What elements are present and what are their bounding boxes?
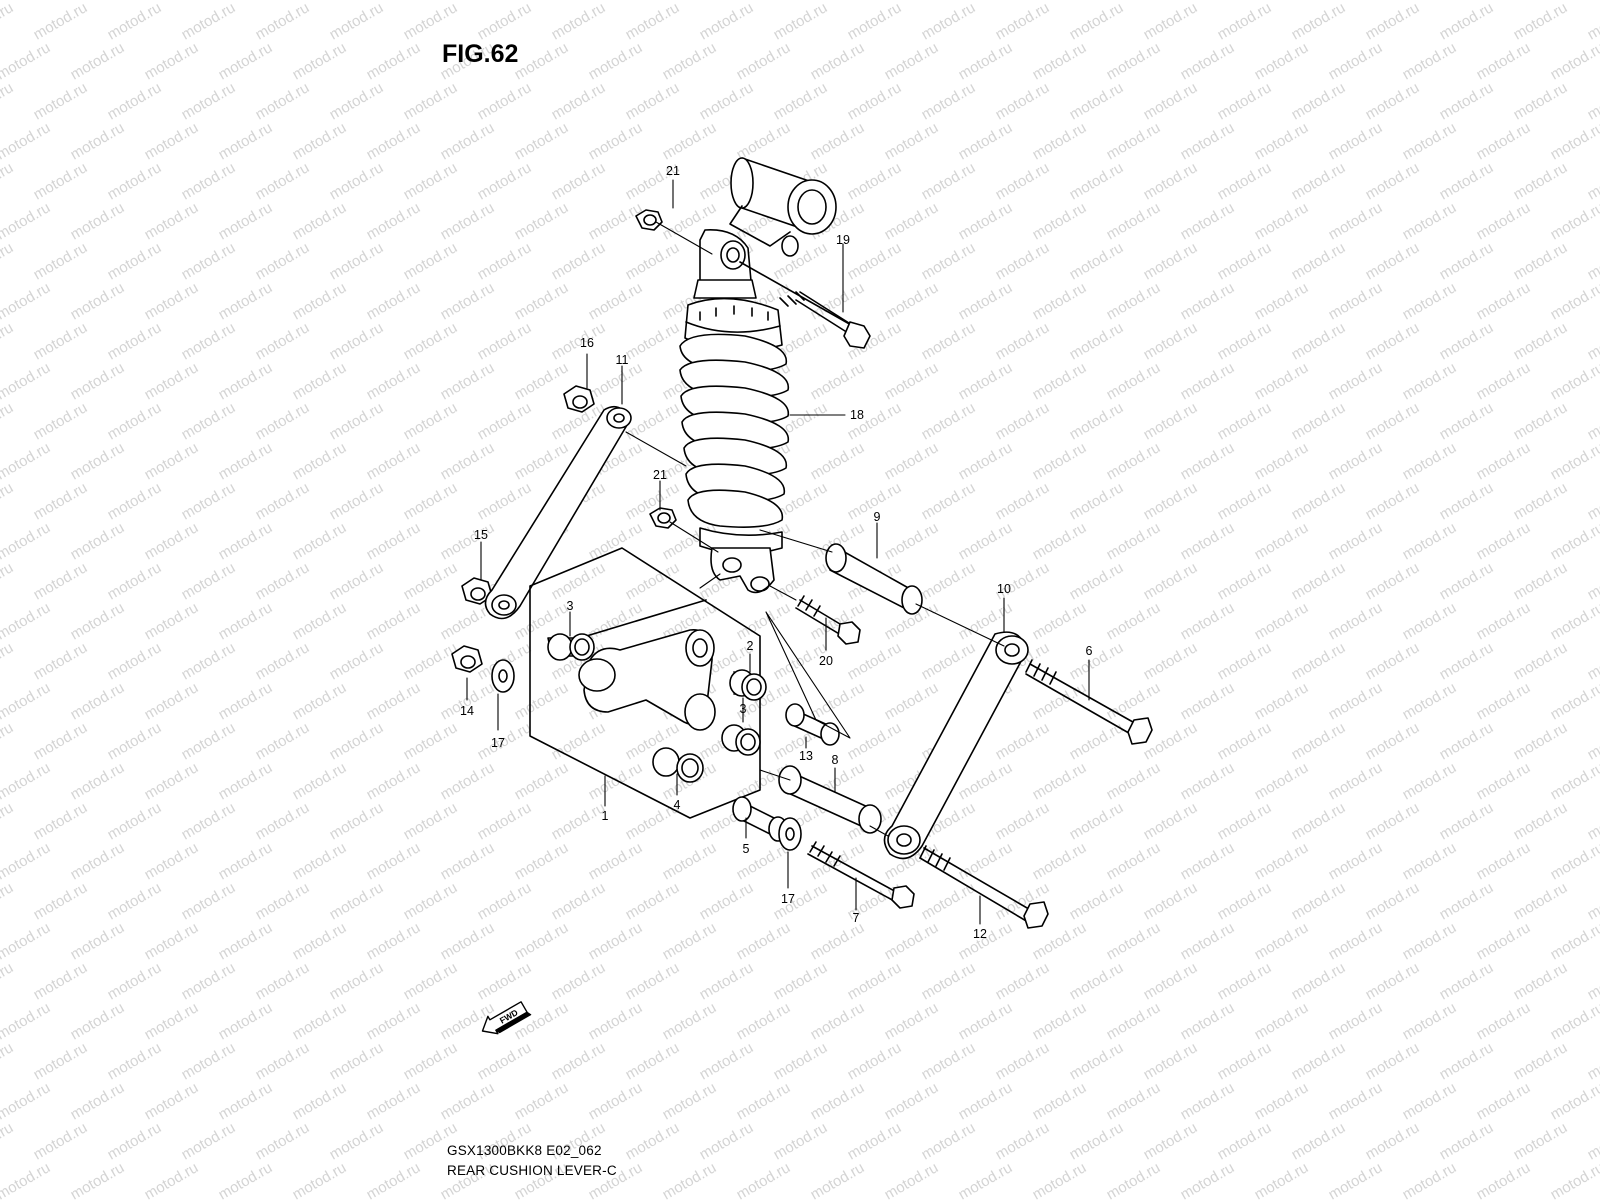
callout-16: 16 <box>580 336 594 350</box>
assembly-lines <box>625 221 1005 837</box>
bolt-6 <box>1025 659 1153 745</box>
figure-name: REAR CUSHION LEVER-C <box>447 1163 617 1178</box>
callout-5: 5 <box>743 842 750 856</box>
nut-16 <box>563 385 595 413</box>
callout-3-lower: 3 <box>740 702 747 716</box>
leader-lines <box>466 179 1090 925</box>
fwd-arrow-icon: FWD <box>481 1001 532 1035</box>
bolt-12 <box>919 845 1049 929</box>
callout-21-lower: 21 <box>653 468 667 482</box>
callout-17-left: 17 <box>491 736 505 750</box>
callout-2: 2 <box>747 639 754 653</box>
washer-17-left <box>491 659 515 693</box>
callout-8: 8 <box>832 753 839 767</box>
model-code: GSX1300BKK8 E02_062 <box>447 1143 602 1158</box>
callout-10: 10 <box>997 582 1011 596</box>
callout-6: 6 <box>1086 644 1093 658</box>
spacer-9 <box>825 543 923 615</box>
callout-9: 9 <box>874 510 881 524</box>
callout-15: 15 <box>474 528 488 542</box>
nut-14 <box>451 645 483 673</box>
callout-21-upper: 21 <box>666 164 680 178</box>
callout-17-right: 17 <box>781 892 795 906</box>
callout-13: 13 <box>799 749 813 763</box>
callout-4: 4 <box>674 798 681 812</box>
figure-title: FIG.62 <box>442 40 519 68</box>
tie-rod-11 <box>484 405 632 620</box>
callout-3-upper: 3 <box>567 599 574 613</box>
washer-17-right <box>778 817 802 851</box>
bolt-19 <box>739 261 871 349</box>
tie-rod-10 <box>883 631 1029 860</box>
cushion-lever-assy-1 <box>529 547 767 819</box>
nut-21-upper <box>635 209 663 231</box>
bolt-20 <box>795 595 861 645</box>
callout-1: 1 <box>602 809 609 823</box>
nut-21-lower <box>649 507 677 529</box>
callout-14: 14 <box>460 704 474 718</box>
callout-11: 11 <box>616 353 629 367</box>
callout-19: 19 <box>836 233 850 247</box>
callout-20: 20 <box>819 654 833 668</box>
callout-7: 7 <box>853 911 860 925</box>
bolt-7 <box>807 841 915 909</box>
callout-12: 12 <box>973 927 987 941</box>
callout-18: 18 <box>850 408 864 422</box>
callout-labels: 21 19 16 11 18 21 9 15 10 3 2 20 6 14 3 … <box>460 164 1092 941</box>
rear-shock-absorber <box>679 157 837 594</box>
